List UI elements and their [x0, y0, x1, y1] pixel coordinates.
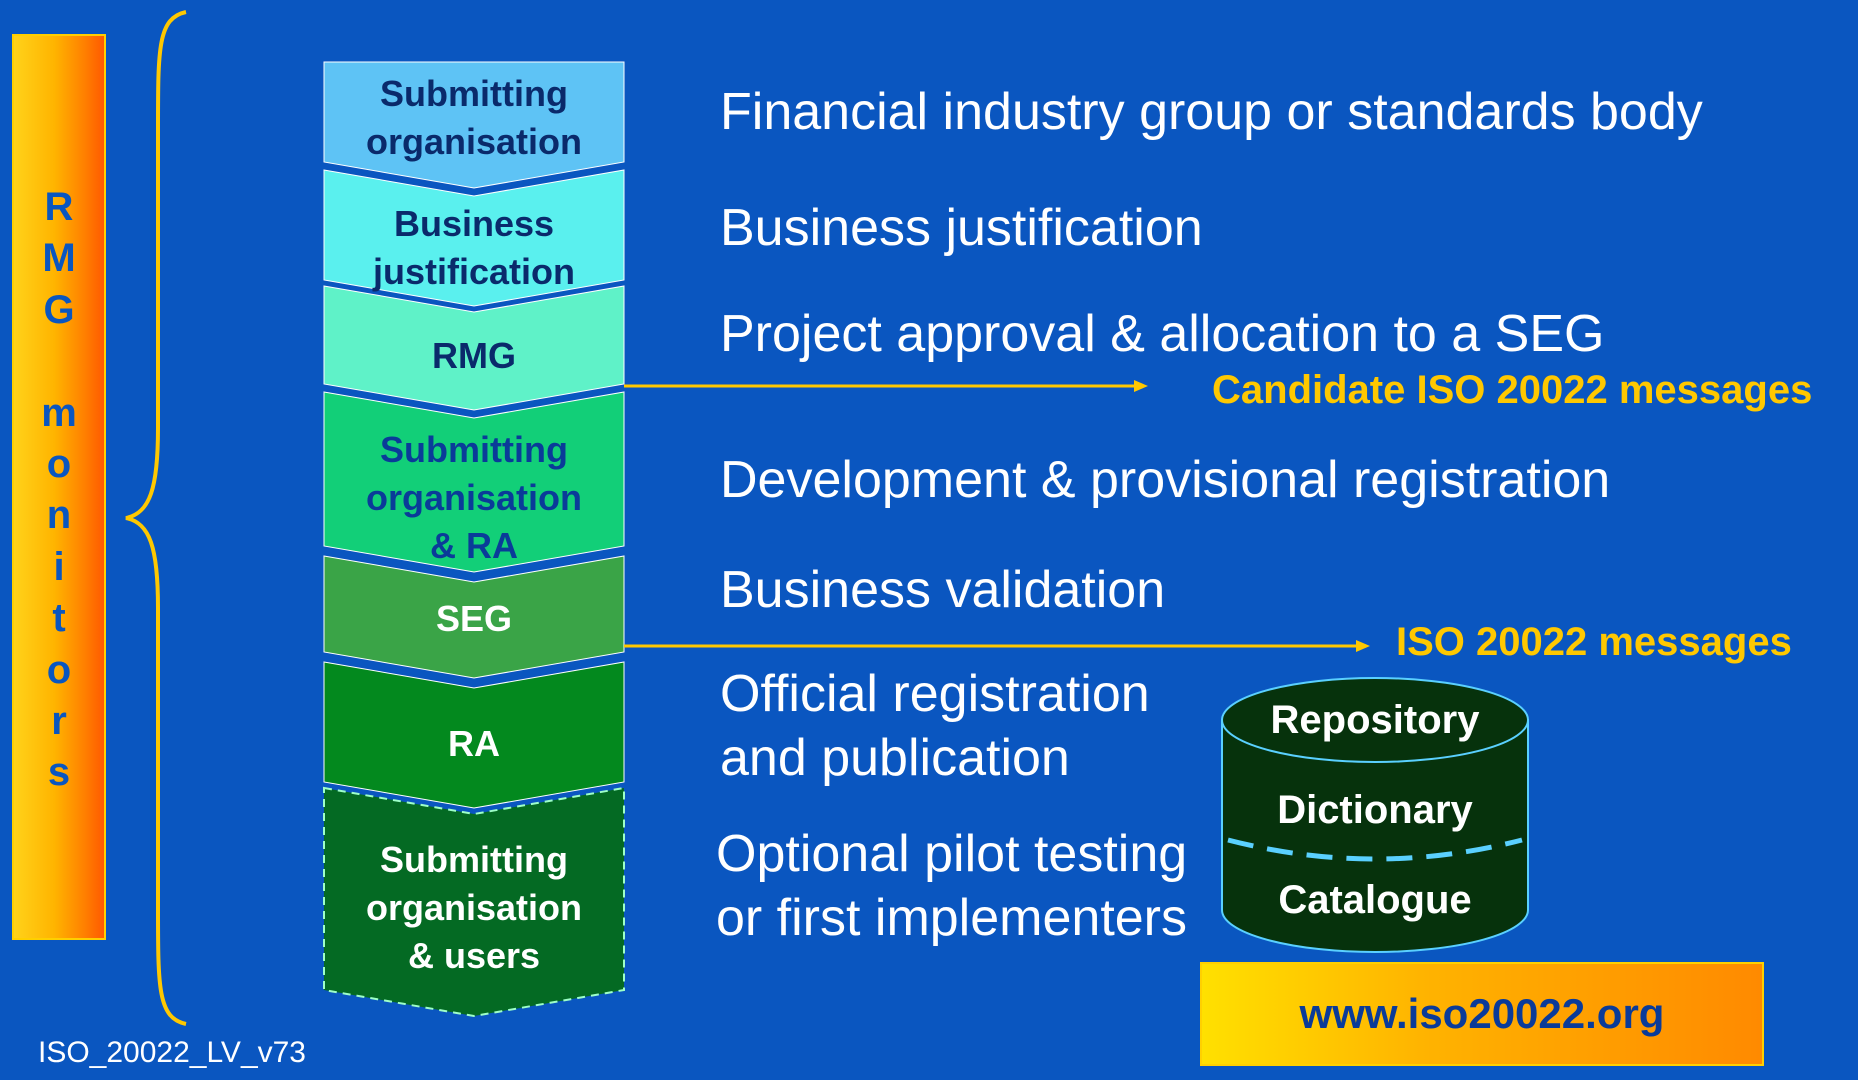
- stage-label-line: Submitting: [380, 429, 568, 470]
- stage-label: Submitting organisation & RA: [324, 426, 624, 570]
- stage-label-line: Submitting: [380, 73, 568, 114]
- rmg-monitors-letter: M: [42, 236, 76, 281]
- rmg-monitors-letter: o: [46, 441, 72, 486]
- stage-chevron: [323, 786, 625, 1018]
- rmg-monitors-letter: i: [53, 544, 65, 589]
- rmg-monitors-letter: R: [44, 185, 74, 229]
- catalogue-label: Catalogue: [1278, 878, 1472, 922]
- desc-development: Development & provisional registration: [720, 451, 1611, 509]
- stage-label-line: organisation: [365, 121, 583, 162]
- final-messages-label: ISO 20022 messages: [1396, 620, 1792, 664]
- stage-chevron: [323, 661, 625, 809]
- stage-label: RA: [324, 720, 624, 768]
- stage-chevron: [323, 169, 625, 307]
- candidate-arrow-head-icon: [1134, 380, 1148, 392]
- final-arrow-head-icon: [1356, 640, 1370, 652]
- rmg-monitors-letter: r: [51, 698, 67, 743]
- stage-chevron: [323, 61, 625, 189]
- dictionary-label: Dictionary: [1277, 788, 1473, 832]
- stage-label-line: RA: [448, 723, 500, 764]
- desc-business-justification: Business justification: [720, 199, 1203, 257]
- stage-label-line: justification: [372, 251, 575, 292]
- website-link-text[interactable]: www.iso20022.org: [1299, 990, 1665, 1037]
- rmg-monitors-letter: o: [46, 647, 72, 692]
- slide-id-footer: ISO_20022_LV_v73: [38, 1036, 306, 1069]
- desc-submitting-organisation: Financial industry group or standards bo…: [720, 83, 1703, 141]
- stage-label-line: & users: [407, 935, 541, 976]
- stage-label: SEG: [324, 595, 624, 643]
- stage-chevron: [323, 285, 625, 411]
- stage-label-line: Submitting: [380, 839, 568, 880]
- stage-label-line: SEG: [435, 598, 513, 639]
- stage-label: RMG: [324, 332, 624, 380]
- dictionary-divider: [1227, 837, 1523, 862]
- stage-label: Business justification: [324, 200, 624, 296]
- rmg-monitors-bar: [12, 34, 106, 940]
- rmg-monitors-letter: G: [43, 287, 75, 332]
- stage-chevron: [323, 391, 625, 573]
- rmg-monitors-letter: t: [52, 596, 66, 641]
- stage-label: Submitting organisation: [324, 70, 624, 166]
- curly-brace-icon: [125, 10, 187, 1026]
- repository-cylinder: [1221, 677, 1529, 953]
- rmg-monitors-letter: s: [47, 750, 71, 795]
- stage-label-line: organisation: [365, 477, 583, 518]
- stage-label: Submitting organisation & users: [324, 836, 624, 980]
- stage-label-line: & RA: [430, 525, 518, 566]
- desc-business-validation: Business validation: [720, 561, 1166, 619]
- rmg-monitors-letter: n: [46, 493, 72, 538]
- stage-chevron: [323, 555, 625, 679]
- stage-label-line: RMG: [432, 335, 516, 376]
- stage-label-line: Business: [393, 203, 555, 244]
- desc-project-approval: Project approval & allocation to a SEG: [720, 305, 1605, 363]
- stage-label-line: organisation: [365, 887, 583, 928]
- candidate-messages-label: Candidate ISO 20022 messages: [1212, 368, 1813, 412]
- website-link[interactable]: www.iso20022.org: [1200, 962, 1764, 1066]
- repository-label: Repository: [1270, 698, 1480, 742]
- rmg-monitors-letter: m: [41, 390, 77, 435]
